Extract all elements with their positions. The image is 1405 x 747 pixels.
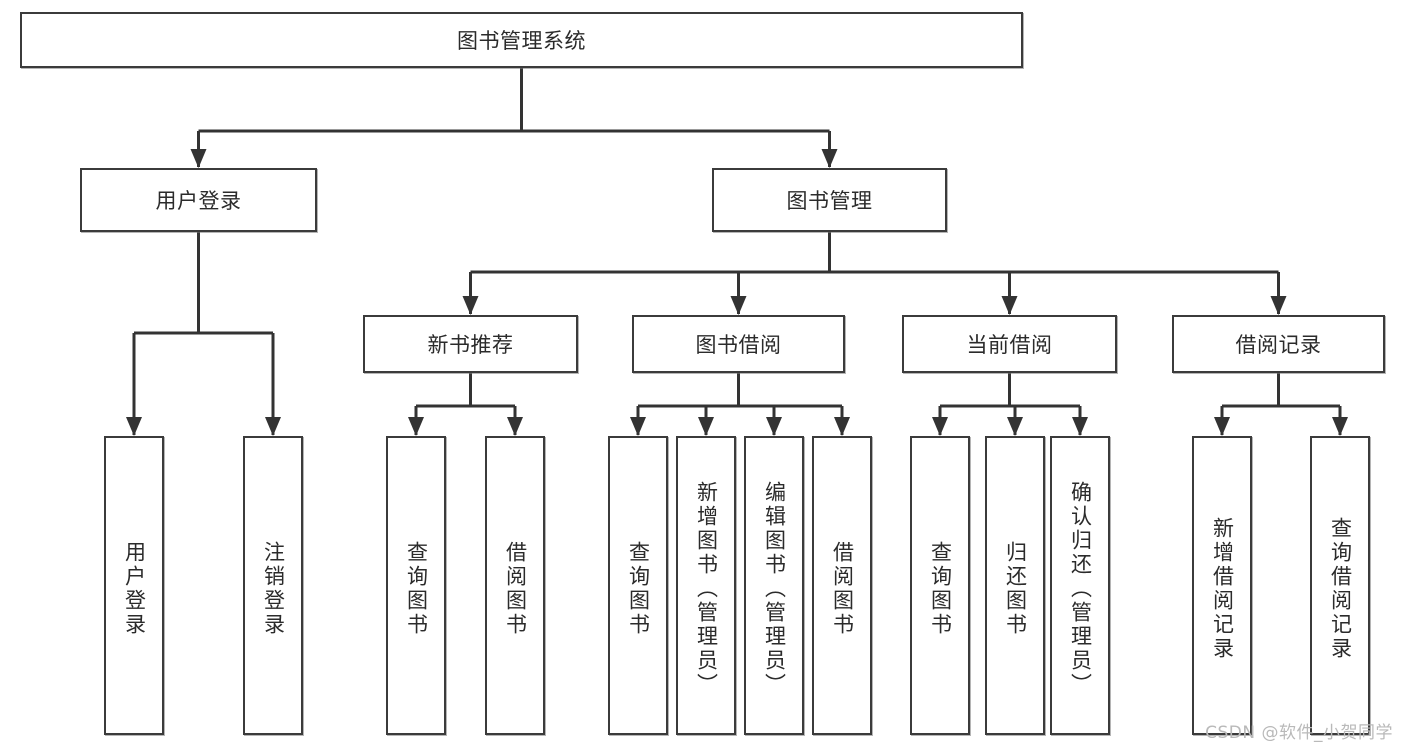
node-leaf-query-book-current[interactable]: 查询图书	[910, 436, 970, 735]
node-leaf-confirm-return-admin[interactable]: 确认归还（管理员）	[1050, 436, 1110, 735]
node-label-user-login: 用户登录	[155, 189, 242, 213]
node-label-leaf-confirm-return-admin: 确认归还（管理员）	[1068, 480, 1093, 697]
node-leaf-edit-book-admin[interactable]: 编辑图书（管理员）	[744, 436, 804, 735]
node-label-leaf-query-book-current: 查询图书	[928, 540, 953, 637]
node-book-manage[interactable]: 图书管理	[712, 168, 947, 232]
node-label-book-manage: 图书管理	[786, 189, 873, 213]
node-label-leaf-query-book-rec: 查询图书	[404, 540, 429, 637]
node-label-leaf-borrow-book-rec: 借阅图书	[503, 540, 528, 637]
node-label-borrow-record: 借阅记录	[1235, 333, 1322, 357]
node-leaf-add-book-admin[interactable]: 新增图书（管理员）	[676, 436, 736, 735]
node-user-login[interactable]: 用户登录	[80, 168, 317, 232]
node-leaf-query-book-borrow[interactable]: 查询图书	[608, 436, 668, 735]
node-leaf-user-login[interactable]: 用户登录	[104, 436, 164, 735]
node-new-book-recommend[interactable]: 新书推荐	[363, 315, 578, 373]
node-root[interactable]: 图书管理系统	[20, 12, 1023, 68]
node-label-book-borrow: 图书借阅	[695, 333, 782, 357]
node-label-leaf-return-book: 归还图书	[1003, 540, 1028, 637]
node-leaf-user-logout[interactable]: 注销登录	[243, 436, 303, 735]
node-leaf-add-borrow-record[interactable]: 新增借阅记录	[1192, 436, 1252, 735]
node-current-borrow[interactable]: 当前借阅	[902, 315, 1117, 373]
node-label-root: 图书管理系统	[457, 29, 586, 53]
node-label-leaf-query-borrow-record: 查询借阅记录	[1328, 516, 1353, 661]
csdn-watermark: CSDN @软件_小贺同学	[1205, 723, 1393, 743]
node-label-leaf-borrow-book-borrow: 借阅图书	[830, 540, 855, 637]
node-label-leaf-edit-book-admin: 编辑图书（管理员）	[762, 480, 787, 697]
node-label-leaf-user-logout: 注销登录	[261, 540, 286, 637]
node-label-leaf-add-book-admin: 新增图书（管理员）	[694, 480, 719, 697]
node-label-leaf-add-borrow-record: 新增借阅记录	[1210, 516, 1235, 661]
node-borrow-record[interactable]: 借阅记录	[1172, 315, 1385, 373]
node-leaf-borrow-book-rec[interactable]: 借阅图书	[485, 436, 545, 735]
node-label-new-book-recommend: 新书推荐	[427, 333, 514, 357]
node-label-leaf-query-book-borrow: 查询图书	[626, 540, 651, 637]
node-leaf-query-borrow-record[interactable]: 查询借阅记录	[1310, 436, 1370, 735]
node-label-current-borrow: 当前借阅	[966, 333, 1053, 357]
node-leaf-query-book-rec[interactable]: 查询图书	[386, 436, 446, 735]
node-book-borrow[interactable]: 图书借阅	[632, 315, 845, 373]
node-label-leaf-user-login: 用户登录	[122, 540, 147, 637]
node-leaf-borrow-book-borrow[interactable]: 借阅图书	[812, 436, 872, 735]
node-leaf-return-book[interactable]: 归还图书	[985, 436, 1045, 735]
